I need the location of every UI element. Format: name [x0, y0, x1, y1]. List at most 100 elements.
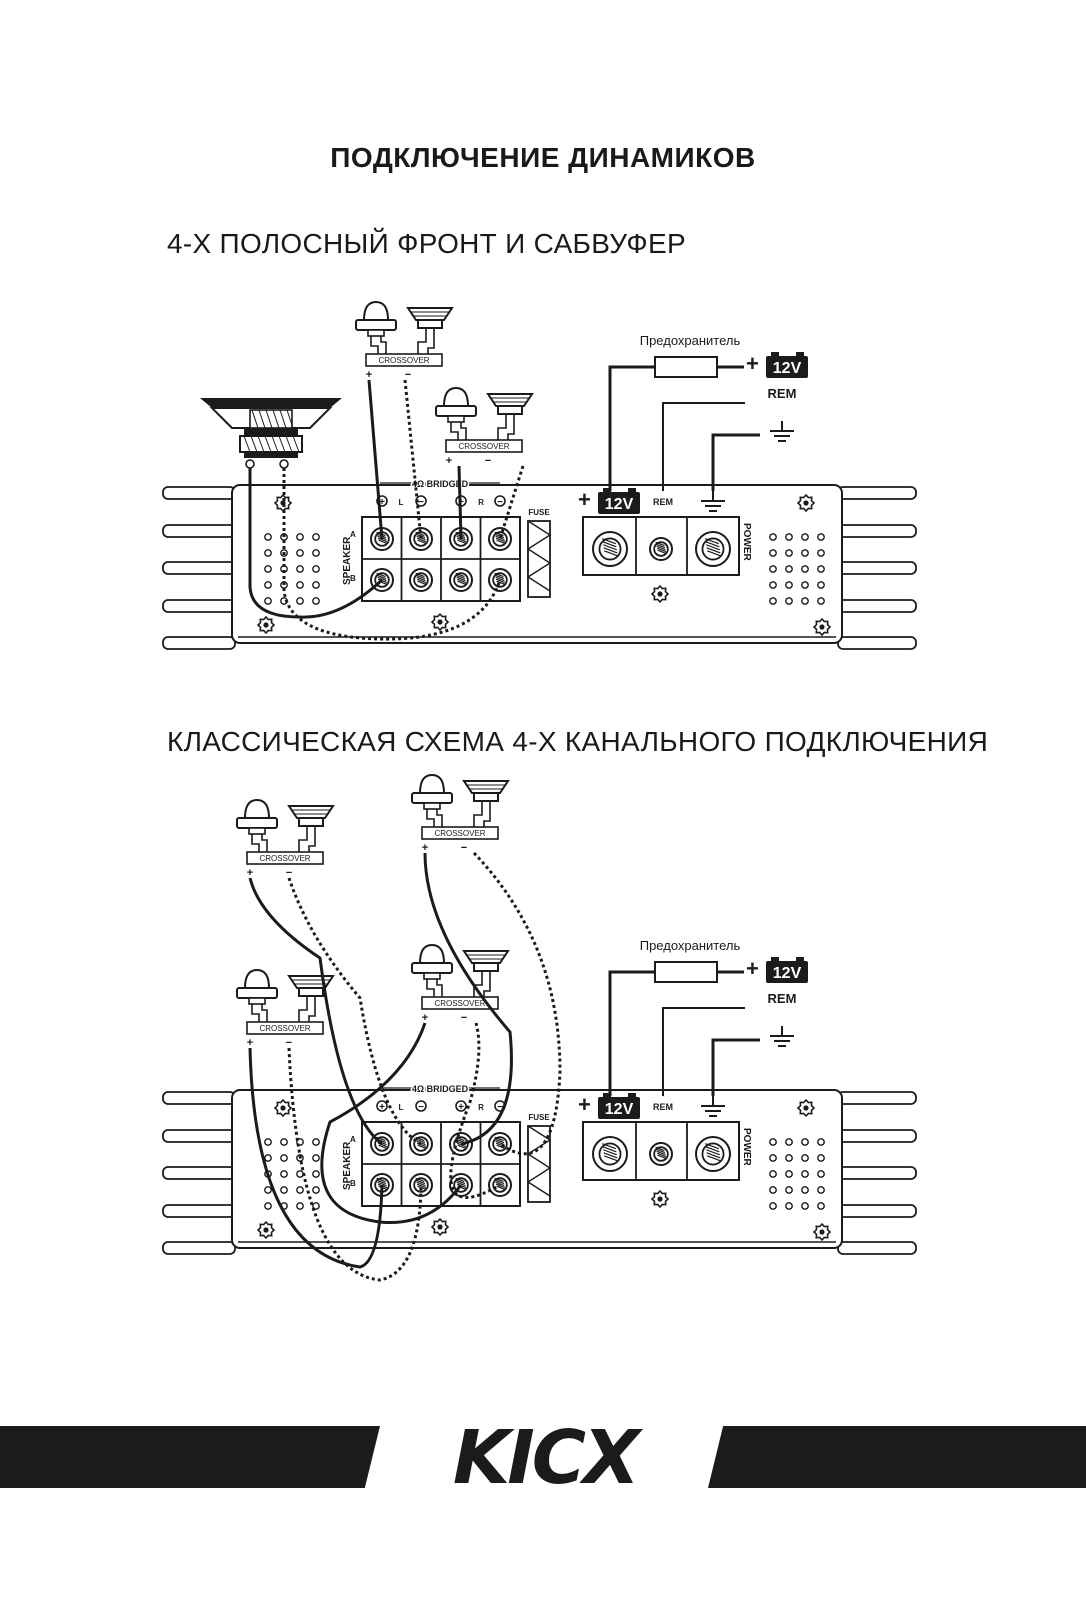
d2-term-12v-hatch — [602, 1146, 617, 1153]
d1-term-gnd-hatch — [705, 544, 721, 551]
d2-comp-front-left-lead3 — [298, 826, 308, 852]
d1-battery-tag-plus: + — [578, 487, 591, 512]
d2-term-gnd-hatch — [704, 1143, 720, 1150]
d2-vent-right — [817, 1170, 825, 1178]
d2-vent-left — [280, 1186, 288, 1194]
d1-ch-a: A — [350, 530, 356, 539]
d2-battery-tag-plus: + — [578, 1092, 591, 1117]
d2-comp-rear-right-cone — [462, 950, 510, 964]
d1-term-gnd-hatch — [704, 538, 720, 545]
d1-sub-magnet-mesh — [243, 435, 251, 453]
d2-term-a1-hatch — [415, 1138, 426, 1144]
d1-term-rem-hatch — [655, 541, 665, 547]
d2-vent-right — [769, 1202, 777, 1210]
d2-vent-left — [312, 1138, 320, 1146]
d2-vent-left — [264, 1186, 272, 1194]
d1-fin-left-4 — [162, 636, 236, 650]
d1-term-b1-hatch — [416, 576, 426, 582]
d2-comp-front-right-cone-magnet — [473, 792, 499, 802]
d1-battery-post2 — [796, 352, 804, 356]
d1-rem-tag: REM — [653, 497, 673, 507]
d2-comp-front-left-lead1 — [251, 834, 260, 852]
d1-battery-body — [766, 356, 808, 378]
d2-vent-right — [769, 1138, 777, 1146]
d1-term-gnd-hatch — [706, 550, 722, 557]
d2-term-rem-hatch — [655, 1146, 665, 1152]
d2-fin-right-4 — [837, 1241, 917, 1255]
d2-term-rem-hatch — [655, 1148, 666, 1154]
d1-comp-right-lead3 — [497, 414, 507, 440]
d2-comp-rear-left-dome — [243, 968, 271, 989]
d1-battery-tag-post2 — [628, 488, 636, 492]
d1-comp-left-crossover-label: CROSSOVER — [378, 356, 429, 365]
d1-screw-br-center — [819, 624, 825, 630]
d1-term-12v-hatch — [603, 550, 619, 557]
d1-vent-left — [312, 533, 320, 541]
d2-battery-tag-post2 — [628, 1093, 636, 1097]
d2-term-a3-hatch — [495, 1140, 505, 1146]
d2-vent-right — [785, 1138, 793, 1146]
d1-vent-right — [801, 581, 809, 589]
d2-term-b1-hatch — [415, 1179, 426, 1185]
d2-term-b1-hatch — [416, 1183, 427, 1189]
d1-vent-left — [312, 581, 320, 589]
d1-comp-left-lead2 — [380, 336, 387, 354]
d1-vent-left — [264, 565, 272, 573]
d2-term-b0-hatch — [376, 1177, 386, 1183]
d2-fuse-body — [527, 1125, 551, 1203]
d1-vent-right — [769, 549, 777, 557]
d1-sub-mesh — [265, 409, 273, 429]
d2-vent-right — [801, 1138, 809, 1146]
d2-wire-rr-plus — [320, 1022, 463, 1225]
d2-battery-post1 — [771, 957, 779, 961]
d1-vent-right — [817, 565, 825, 573]
d1-sub-mesh — [279, 409, 287, 429]
d2-term-b3-hatch — [496, 1185, 506, 1191]
d1-comp-right-cone — [486, 393, 534, 407]
d2-screw-mid-center — [437, 1224, 443, 1230]
d2-fuse-label: FUSE — [528, 1113, 550, 1122]
d1-vent-left — [264, 597, 272, 605]
d2-vent-left — [280, 1170, 288, 1178]
d1-term-a1-hatch — [417, 539, 427, 545]
d1-term-b1-hatch — [416, 578, 427, 584]
d1-vent-right — [817, 597, 825, 605]
d2-term-a1-hatch — [415, 1136, 425, 1142]
d2-wire-rem — [662, 1007, 745, 1096]
d2-fuse-holder — [654, 961, 718, 983]
kicx-logo: KICX — [452, 1415, 640, 1501]
d2-fin-left-1 — [162, 1129, 236, 1143]
d1-fin-right-2 — [837, 561, 917, 575]
d1-fuse-label: FUSE — [528, 508, 550, 517]
d2-vent-right — [801, 1186, 809, 1194]
d1-power-label: POWER — [741, 523, 752, 562]
d2-fin-right-3 — [837, 1204, 917, 1218]
d2-vent-right — [801, 1170, 809, 1178]
d1-sub-magnet-mesh — [278, 435, 286, 453]
d1-comp-left-lead1 — [370, 336, 379, 354]
d2-term-b2-hatch — [455, 1177, 465, 1183]
d2-term-b2-hatch — [455, 1179, 466, 1185]
d2-vent-right — [769, 1170, 777, 1178]
d1-sub-mesh — [286, 409, 294, 429]
d2-comp-rear-right-lead4 — [483, 971, 491, 997]
d2-speaker-label: SPEAKER — [342, 1141, 353, 1190]
d1-vent-right — [785, 581, 793, 589]
d1-battery-label: 12V — [773, 360, 802, 377]
d2-wire-rl-plus — [248, 1047, 384, 1269]
d2-term-12v-hatch — [603, 1152, 618, 1159]
d1-vent-right — [785, 565, 793, 573]
d2-term-gnd-hatch — [706, 1152, 721, 1159]
d1-vent-right — [785, 533, 793, 541]
d1-term-a2-hatch — [457, 539, 467, 545]
d1-battery-tag-post1 — [603, 488, 611, 492]
d1-sub-magnet-mesh — [264, 435, 272, 453]
d2-comp-front-right-lead3 — [473, 801, 483, 827]
d1-term-b3-hatch — [496, 580, 506, 586]
d2-fin-right-1 — [837, 1129, 917, 1143]
d1-term-12v-hatch — [602, 541, 617, 548]
d2-pol-ring-0 — [376, 1100, 388, 1112]
d1-term-b1-hatch — [415, 574, 426, 580]
d2-fin-left-3 — [162, 1204, 236, 1218]
d2-term-rem-hatch — [656, 1152, 667, 1158]
